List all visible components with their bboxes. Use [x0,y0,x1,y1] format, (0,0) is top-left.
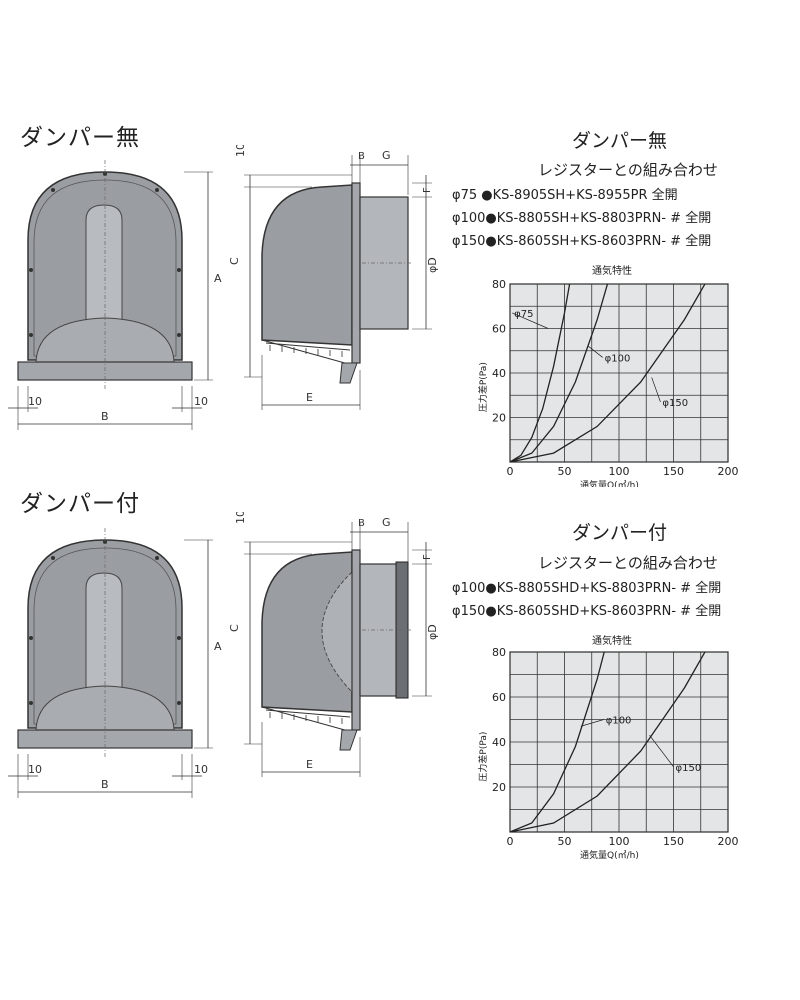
dim-d-2: φD [426,624,439,640]
series-line [510,284,706,462]
combo-0-1: φ100●KS-8805SH+KS-8803PRN- # 全開 [452,211,712,226]
dim-d: φD [426,257,439,273]
chart-no-damper: 0 50 100 150 200 20 40 60 80 通気量Q(㎥/h) 圧力差P(Pa) φ75… [477,278,739,487]
dim-c-2: C [228,624,241,632]
dim-f-2: F [422,554,433,560]
y-axis-label: 圧力差P(Pa) [477,362,489,412]
x-tick-label: 50 [558,835,572,848]
series-leader [651,377,661,403]
x-tick-label: 200 [718,465,739,478]
series-leader [512,312,549,329]
x-tick-label: 0 [507,835,514,848]
dim-b-side: B [358,151,365,162]
dim-e-2: E [306,758,313,771]
series-label: φ100 [606,716,632,727]
series-label: φ150 [662,398,688,409]
x-tick-label: 0 [507,465,514,478]
right-title-with-damper: ダンパー付 [572,522,668,544]
series-line [510,652,605,832]
series-line [510,652,706,832]
dim-f: F [422,187,433,193]
y-tick-label: 20 [492,412,506,425]
dim-b-side-2: B [358,518,365,529]
combo-1-1: φ150●KS-8605SHD+KS-8603PRN- # 全開 [452,604,722,619]
x-axis-label: 通気量Q(㎥/h) [580,479,639,487]
dim-top-10-2: 10 [234,512,247,524]
y-axis-label: 圧力差P(Pa) [477,732,489,782]
y-tick-label: 80 [492,278,506,291]
y-tick-label: 60 [492,691,506,704]
y-tick-label: 40 [492,736,506,749]
combo-1-0: φ100●KS-8805SHD+KS-8803PRN- # 全開 [452,581,722,596]
dim-right-10: 10 [194,395,208,408]
series-label: φ150 [676,763,702,774]
x-tick-label: 150 [663,465,684,478]
dim-b: B [101,410,109,423]
series-leader [580,719,604,727]
dim-c: C [228,257,241,265]
dim-g: G [382,149,391,162]
series-leader [588,346,603,358]
chart-title-0: 通気特性 [592,266,632,277]
x-tick-label: 100 [609,835,630,848]
right-title-no-damper: ダンパー無 [572,130,668,152]
y-tick-label: 80 [492,646,506,659]
series-label: φ75 [514,309,533,320]
series-label: φ100 [605,353,631,364]
subtitle-with-damper: レジスターとの組み合わせ [538,554,718,572]
y-tick-label: 20 [492,781,506,794]
dim-g-2: G [382,516,391,529]
dim-left-10-2: 10 [28,763,42,776]
dim-a: A [214,272,222,285]
section-title-with-damper: ダンパー付 [20,491,140,517]
front-view-with-damper: A 10 10 B [8,528,222,798]
series-leader [649,735,674,767]
dim-right-10-2: 10 [194,763,208,776]
series-line [510,284,609,462]
chart-with-damper: 0 50 100 150 200 20 40 60 80 通気量Q(㎥/h) 圧力差P(Pa) φ10… [477,646,739,861]
x-tick-label: 150 [663,835,684,848]
dim-left-10: 10 [28,395,42,408]
section-title-no-damper: ダンパー無 [20,125,140,151]
front-view-no-damper: A 10 10 B [8,160,222,430]
dim-e: E [306,391,313,404]
combo-0-0: φ75 ●KS-8905SH+KS-8955PR 全開 [452,188,678,203]
subtitle-no-damper: レジスターとの組み合わせ [538,161,718,179]
combo-0-2: φ150●KS-8605SH+KS-8603PRN- # 全開 [452,234,712,249]
dim-top-10: 10 [234,145,247,157]
dim-a-2: A [214,640,222,653]
series-line [510,284,571,462]
dim-b-2: B [101,778,109,791]
side-view-no-damper: 10 C E B G F φD [228,145,439,410]
chart-title-1: 通気特性 [592,636,632,647]
x-axis-label: 通気量Q(㎥/h) [580,849,639,861]
x-tick-label: 50 [558,465,572,478]
y-tick-label: 60 [492,323,506,336]
y-tick-label: 40 [492,367,506,380]
x-tick-label: 100 [609,465,630,478]
x-tick-label: 200 [718,835,739,848]
side-view-with-damper: 10 C E B G F φD [228,512,439,777]
